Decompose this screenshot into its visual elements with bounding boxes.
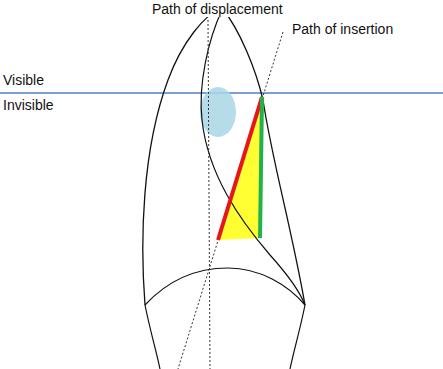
inner-outline bbox=[201, 10, 305, 305]
insertion-path bbox=[178, 32, 283, 369]
green-line bbox=[260, 97, 262, 238]
region-label: Visible bbox=[3, 72, 44, 88]
undercut-area bbox=[218, 97, 262, 240]
crown-outline bbox=[143, 8, 305, 305]
displacement-path bbox=[208, 20, 210, 369]
root-outline bbox=[145, 305, 305, 369]
red-line bbox=[218, 97, 262, 240]
region-label: Invisible bbox=[3, 97, 54, 113]
cervical-line bbox=[145, 268, 305, 305]
path-label: Path of insertion bbox=[290, 21, 395, 37]
contact-area bbox=[200, 87, 236, 137]
path-label: Path of displacement bbox=[150, 1, 285, 17]
